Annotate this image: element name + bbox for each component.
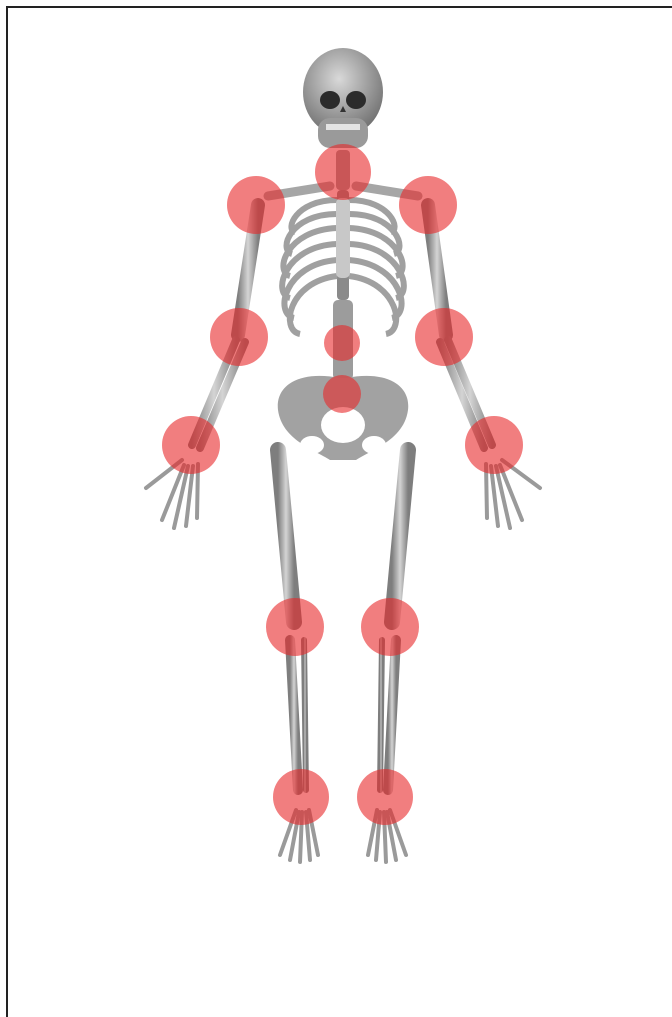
joint-highlight-left-wrist [465,416,523,474]
joint-highlight-sacroiliac [323,375,361,413]
joint-highlight-left-shoulder [399,176,457,234]
joint-highlight-right-ankle [273,769,329,825]
skull [303,48,383,148]
joint-highlight-left-knee [361,598,419,656]
joint-highlight-left-elbow [415,308,473,366]
joint-highlight-right-elbow [210,308,268,366]
joint-highlight-right-knee [266,598,324,656]
joint-highlight-right-shoulder [227,176,285,234]
sternum [336,198,350,278]
joint-highlight-cervical-spine [315,144,371,200]
joint-highlight-lumbar-spine [324,325,360,361]
joint-highlight-left-ankle [357,769,413,825]
joint-highlight-right-wrist [162,416,220,474]
